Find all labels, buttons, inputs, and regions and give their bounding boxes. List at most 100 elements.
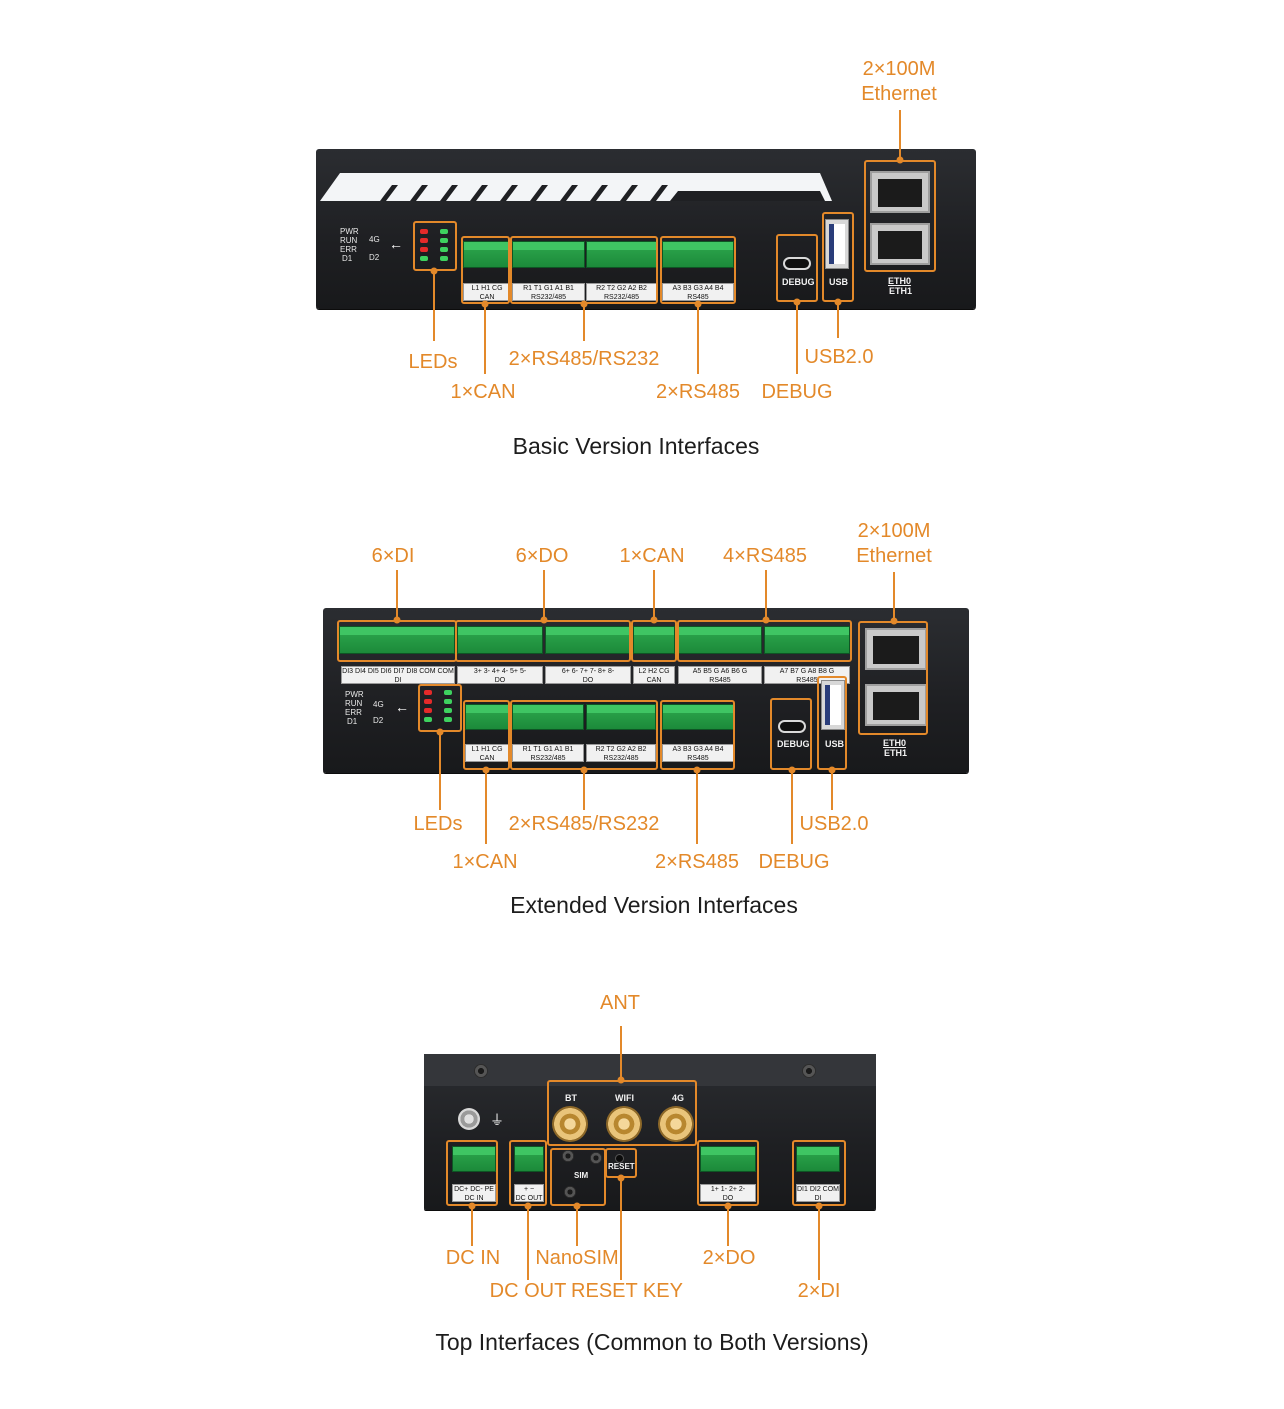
top-line-sim xyxy=(576,1206,578,1246)
top-caption: Top Interfaces (Common to Both Versions) xyxy=(435,1329,869,1355)
ext-dot-rs232 xyxy=(580,766,588,774)
top-dcout-group: DC OUT xyxy=(515,1195,543,1202)
basic-led-side-d2: D2 xyxy=(369,253,380,262)
top-callout-ant: ANT xyxy=(600,992,640,1014)
ext-led-block xyxy=(420,686,458,730)
ext-dot-can xyxy=(482,766,490,774)
basic-rs485-group: RS485 xyxy=(687,294,709,301)
ext-callout-can: 1×CAN xyxy=(452,851,518,873)
basic-dot-ethernet xyxy=(896,156,904,164)
ext-usb-text: USB xyxy=(825,739,845,749)
top-reset-hole xyxy=(615,1154,624,1163)
ext-led-side-4g: 4G xyxy=(373,700,384,709)
basic-line-leds xyxy=(433,271,435,341)
ext-callout-rs485-rs232: 2×RS485/RS232 xyxy=(508,813,660,835)
basic-hl-leds xyxy=(413,221,457,271)
basic-rs232a-terminal xyxy=(512,241,585,268)
ext-line-usb xyxy=(831,770,833,810)
top-callout-reset: RESET KEY xyxy=(571,1280,683,1302)
top-line-do xyxy=(727,1206,729,1246)
ext-led-name-run: RUN xyxy=(345,699,363,708)
basic-rs232b-pins: R2 T2 G2 A2 B2 xyxy=(596,285,647,292)
basic-usb-port xyxy=(825,219,849,269)
ext-dot-di xyxy=(393,616,401,624)
top-line-dcin xyxy=(471,1206,473,1246)
ext-hl-usb xyxy=(817,676,847,770)
top-dcin-group: DC IN xyxy=(464,1195,484,1202)
ext-hl-leds xyxy=(418,684,462,732)
ext-dot-leds xyxy=(436,728,444,736)
ext-led-red-2 xyxy=(424,699,432,704)
ext-dot-do xyxy=(540,616,548,624)
ext-callout-ethernet-2: Ethernet xyxy=(856,545,932,567)
ext-led-arrow-icon: ← xyxy=(395,699,409,715)
ext-rs232b-group: RS232/485 xyxy=(603,755,639,762)
top-line-dcout xyxy=(527,1206,529,1280)
ext-hl-rs485top xyxy=(677,620,852,662)
basic-can-pins: L1 H1 CG xyxy=(471,285,503,292)
ext-can-terminal xyxy=(465,704,509,730)
top-ground-icon: ⏚ xyxy=(490,1112,504,1128)
ext-line-do xyxy=(543,570,545,620)
ext-eth1-port xyxy=(865,684,927,726)
ext-do1-group: DO xyxy=(494,677,506,684)
ext-usb-port xyxy=(821,680,845,730)
basic-hl-rs232 xyxy=(510,236,658,304)
basic-led-side-4g: 4G xyxy=(369,235,380,244)
ext-rs232a-group: RS232/485 xyxy=(530,755,566,762)
basic-callout-debug: DEBUG xyxy=(761,381,833,403)
top-di-terminal xyxy=(796,1146,840,1172)
top-ground-stud xyxy=(458,1108,480,1130)
basic-dot-rs232 xyxy=(580,300,588,308)
basic-stripe-decor xyxy=(320,173,832,201)
ext-rs232a-pins: R1 T1 G1 A1 B1 xyxy=(522,746,574,753)
ext-rs485b-terminal xyxy=(764,626,850,654)
basic-debug-text: DEBUG xyxy=(782,277,815,287)
basic-rs485-terminal xyxy=(662,241,734,268)
ext-callout-ethernet-1: 2×100M xyxy=(857,520,931,542)
ext-rs232a-label: R1 T1 G1 A1 B1 RS232/485 xyxy=(512,744,584,762)
basic-dot-can xyxy=(481,300,489,308)
ext-debug-typec-port xyxy=(778,720,806,733)
ext-led-side-d2: D2 xyxy=(373,716,384,725)
top-dot-dcin xyxy=(468,1202,476,1210)
ext-led-green-3 xyxy=(444,699,452,704)
top-dot-di xyxy=(815,1202,823,1210)
basic-rs232a-pins: R1 T1 G1 A1 B1 xyxy=(523,285,574,292)
top-do-label: 1+ 1- 2+ 2-DO xyxy=(700,1184,756,1202)
basic-dot-rs485 xyxy=(694,300,702,308)
ext-dot-can2 xyxy=(650,616,658,624)
top-4g-antenna xyxy=(658,1106,694,1142)
ext-hl-rs232 xyxy=(510,700,658,770)
ext-line-di xyxy=(396,570,398,620)
ext-line-debug xyxy=(791,770,793,844)
basic-hl-can xyxy=(461,236,510,304)
basic-led-green-3 xyxy=(440,238,448,243)
top-callout-nanosim: NanoSIM xyxy=(535,1247,619,1269)
ext-rs485b-group: RS485 xyxy=(796,677,818,684)
top-4g-text: 4G xyxy=(672,1093,685,1103)
ext-hl-ethernet xyxy=(858,621,928,735)
ext-hl-di xyxy=(337,620,457,662)
top-wifi-antenna xyxy=(606,1106,642,1142)
ext-dot-rs485top xyxy=(762,616,770,624)
basic-line-can xyxy=(484,304,486,374)
basic-led-name-d1: D1 xyxy=(342,254,353,263)
top-dcin-terminal xyxy=(452,1146,496,1172)
top-dot-sim xyxy=(573,1202,581,1210)
ext-hl-do xyxy=(455,620,631,662)
ext-led-red-3 xyxy=(424,708,432,713)
basic-callout-ethernet-1: 2×100M xyxy=(862,58,936,80)
extended-caption: Extended Version Interfaces xyxy=(510,892,798,918)
top-sim-text: SIM xyxy=(574,1171,589,1180)
ext-dot-ethernet xyxy=(890,617,898,625)
top-hl-dcin xyxy=(446,1140,498,1206)
top-hl-reset xyxy=(605,1148,637,1178)
basic-led-green-4 xyxy=(440,247,448,252)
